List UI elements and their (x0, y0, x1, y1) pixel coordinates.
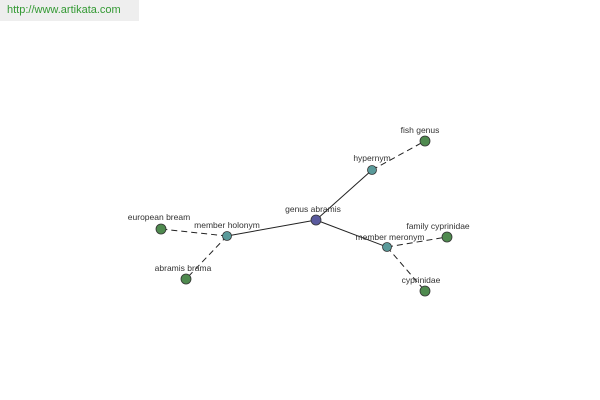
node-label-genus-abramis[interactable]: genus abramis (285, 204, 341, 214)
node-cyprinidae[interactable] (419, 285, 431, 297)
node-genus-abramis[interactable] (310, 214, 322, 226)
nodes-layer (155, 135, 453, 297)
edge-member-meronym-to-family-cyprinidae (386, 236, 448, 248)
site-url-link[interactable]: http://www.artikata.com (0, 0, 139, 21)
node-label-member-meronym[interactable]: member meronym (356, 232, 425, 242)
node-label-member-holonym[interactable]: member holonym (194, 220, 260, 230)
node-member-holonym[interactable] (222, 231, 232, 241)
node-label-fish-genus[interactable]: fish genus (401, 125, 440, 135)
node-label-hypernym[interactable]: hypernym (353, 153, 390, 163)
edge-member-holonym-to-european-bream (160, 228, 228, 237)
node-fish-genus[interactable] (419, 135, 431, 147)
node-label-european-bream[interactable]: european bream (128, 212, 190, 222)
node-member-meronym[interactable] (382, 242, 392, 252)
edge-genus-abramis-to-hypernym (315, 169, 373, 221)
edge-genus-abramis-to-member-meronym (315, 219, 388, 248)
labels-layer: genus abramis hypernym member holonym membe… (128, 125, 470, 285)
node-label-family-cyprinidae[interactable]: family cyprinidae (406, 221, 470, 231)
edge-genus-abramis-to-member-holonym (226, 219, 317, 237)
node-hypernym[interactable] (367, 165, 377, 175)
node-family-cyprinidae[interactable] (441, 231, 453, 243)
edge-hypernym-to-fish-genus (371, 140, 426, 171)
node-european-bream[interactable] (155, 223, 167, 235)
edges-layer (160, 140, 448, 292)
node-label-cyprinidae[interactable]: cyprinidae (402, 275, 441, 285)
node-abramis-brama[interactable] (180, 273, 192, 285)
node-label-abramis-brama[interactable]: abramis brama (155, 263, 212, 273)
